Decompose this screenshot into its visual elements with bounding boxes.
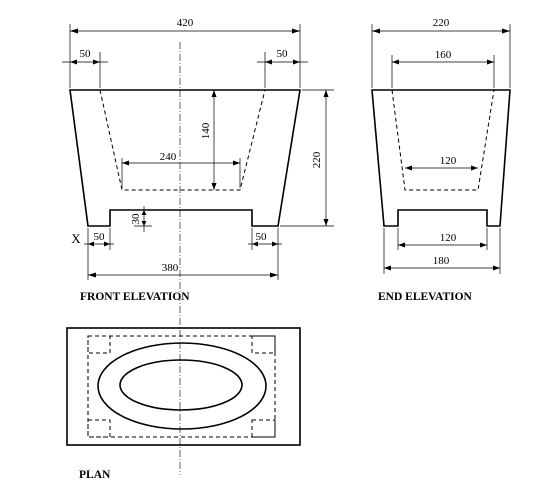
dim-overall-height: 220: [280, 89, 334, 227]
plan-outer-rim: [66, 327, 301, 446]
front-elevation-caption: FRONT ELEVATION: [80, 291, 190, 303]
dim-base-left-leg: 50: [84, 228, 114, 280]
dim-base-width: 380: [88, 262, 278, 278]
dim-end-overall-width-label: 220: [433, 17, 450, 29]
dim-inner-width-label: 240: [160, 151, 177, 163]
dim-base-right-leg: 50: [248, 228, 282, 280]
dim-base-recess-height: 30: [130, 206, 152, 232]
dim-end-inner-bottom-width-label: 120: [440, 155, 457, 167]
dim-end-inner-bottom-width: 120: [405, 155, 478, 171]
dim-inner-depth: 140: [200, 90, 217, 190]
dim-end-base-width-label: 180: [433, 255, 450, 267]
dim-base-right-leg-label: 50: [256, 231, 268, 243]
end-elevation-caption: END ELEVATION: [378, 291, 473, 303]
dim-end-base-width: 180: [383, 228, 501, 274]
dim-end-recess-width: 120: [397, 228, 488, 250]
plan-foot-top-left-hidden: [87, 335, 111, 354]
plan-bowl-outer: [97, 342, 267, 430]
dim-top-left-offset-label: 50: [80, 48, 92, 60]
dim-top-right-offset: 50: [257, 48, 308, 88]
dim-end-inner-top-width: 160: [391, 49, 495, 88]
plan-bowl-inner: [119, 359, 243, 411]
plan-foot-top-right-hidden: [251, 335, 276, 354]
front-outline: [69, 89, 301, 227]
end-elevation: 220 160 120 120: [371, 17, 511, 303]
dim-base-left-leg-label: 50: [94, 231, 106, 243]
dim-base-recess-height-label: 30: [130, 213, 142, 225]
plan-foot-bottom-right-hidden: [251, 419, 276, 438]
dim-base-width-label: 380: [162, 262, 179, 274]
dim-overall-width: 420: [69, 17, 301, 88]
dim-overall-height-label: 220: [311, 151, 323, 168]
dim-inner-width: 240: [121, 151, 241, 188]
end-inner-cavity-hidden: [391, 89, 495, 191]
front-inner-cavity-hidden: [99, 89, 266, 191]
dim-end-inner-top-width-label: 160: [435, 49, 452, 61]
dim-overall-width-label: 420: [177, 17, 194, 29]
plan-base-hidden: [87, 335, 276, 438]
dim-top-right-offset-label: 50: [277, 48, 289, 60]
reference-mark-x: X: [71, 231, 81, 246]
dim-inner-depth-label: 140: [200, 122, 212, 139]
plan-foot-bottom-left-hidden: [87, 419, 111, 438]
dim-end-overall-width: 220: [371, 17, 511, 88]
dim-top-left-offset: 50: [62, 48, 108, 88]
end-outline: [371, 89, 511, 227]
plan-view: PLAN: [66, 327, 301, 481]
front-elevation: 420 50 50 240: [62, 17, 334, 475]
dim-end-recess-width-label: 120: [440, 232, 457, 244]
plan-caption: PLAN: [79, 469, 111, 481]
